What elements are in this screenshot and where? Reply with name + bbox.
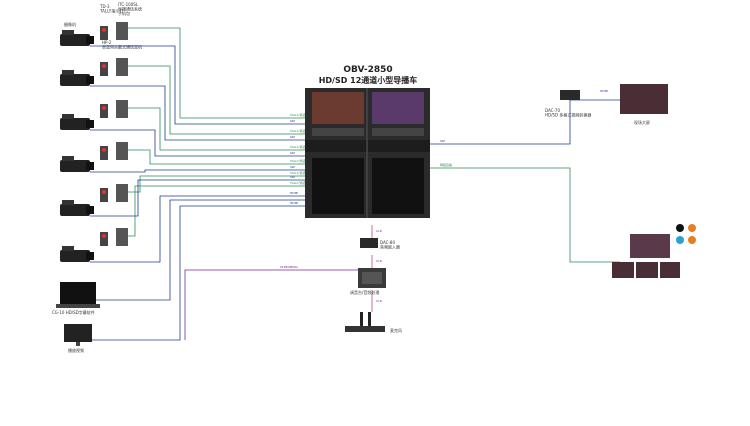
xlr-text: XLR <box>376 299 382 303</box>
sdi-text: SDI <box>290 165 295 169</box>
sdi-text: SDI <box>290 135 295 139</box>
stream-line <box>430 167 620 263</box>
hdmi-line <box>90 205 305 341</box>
sdi-line <box>90 179 305 217</box>
intercom-pack-icon <box>100 184 128 202</box>
intercom-pack-icon <box>100 58 128 76</box>
camera-icon <box>60 70 94 86</box>
dac80-device <box>360 238 378 248</box>
monitor-label: 现场大屏 <box>634 119 650 125</box>
intercom-pack-icon <box>100 142 128 160</box>
hdmi-out-text: HDMI <box>600 89 608 93</box>
sdi-line <box>90 129 305 157</box>
streaming-line <box>184 269 360 340</box>
sdi-line <box>90 195 305 263</box>
microphone-icon <box>345 312 385 332</box>
playback-label: 播放视频 <box>68 347 84 353</box>
intercom-pack-icon <box>100 100 128 118</box>
camera-icon <box>60 200 94 216</box>
tally-text: TALLY/通话 <box>289 128 305 133</box>
sdi-line <box>90 169 305 173</box>
tally-text: TALLY/通话 <box>289 144 305 149</box>
tally-text: TALLY/通话 <box>289 170 305 175</box>
sdi-text: SDI <box>290 151 295 155</box>
platform-icon <box>688 236 696 244</box>
hdmi-text: HDMI <box>290 201 298 205</box>
platform-icon <box>688 224 696 232</box>
mixer-label: 调音台/音频处理 <box>350 289 379 295</box>
camera-icon <box>60 156 94 172</box>
platform-icon <box>676 236 684 244</box>
title-model: OBV-2850 <box>343 65 392 75</box>
obv-rack <box>305 88 430 218</box>
hdmi-text: HDMI <box>290 191 298 195</box>
tally-text: TALLY/通话 <box>289 180 305 185</box>
camera-label: 摄像机 <box>64 21 76 27</box>
tally-line <box>128 149 305 165</box>
camera-icon <box>60 114 94 130</box>
xlr-text: XLR <box>376 229 382 233</box>
title-desc: HD/SD 12通道小型导播车 <box>319 75 418 85</box>
hdmi-line <box>90 199 305 301</box>
sdi-out-text: SDI <box>440 139 445 143</box>
tally-line <box>128 185 305 237</box>
sdi-out-line <box>430 99 620 145</box>
streaming-devices <box>612 224 696 278</box>
streaming-text: STREAMING <box>280 265 298 269</box>
sdi-text: SDI <box>290 175 295 179</box>
stream-text: 网络直播 <box>440 162 452 167</box>
dac70-device <box>560 90 580 100</box>
tally-text: TALLY/通话 <box>289 112 305 117</box>
mixer-device <box>358 268 386 288</box>
mic-label: 麦克风 <box>390 327 402 333</box>
signal-lines <box>90 27 620 341</box>
tally-line <box>128 175 305 193</box>
xlr-text: XLR <box>376 259 382 263</box>
intercom-pack-icon <box>100 228 128 246</box>
sdi-line <box>90 85 305 141</box>
sdi-text: SDI <box>290 119 295 123</box>
tiktok-icon <box>676 224 684 232</box>
playback-monitor-icon <box>64 324 92 346</box>
camera-icon <box>60 246 94 262</box>
camera-group <box>60 22 128 262</box>
tally-text: TALLY/通话 <box>289 158 305 163</box>
sdi-line <box>90 45 305 125</box>
intercom-pack-icon <box>100 22 128 40</box>
big-screen-icon <box>620 84 668 114</box>
tally-line <box>128 107 305 151</box>
camera-icon <box>60 30 94 46</box>
tally-line <box>128 27 305 119</box>
cg-label: CG-10 HD/SD字幕软件 <box>52 309 95 315</box>
cg-laptop-icon <box>56 282 100 308</box>
tally-line <box>128 65 305 135</box>
